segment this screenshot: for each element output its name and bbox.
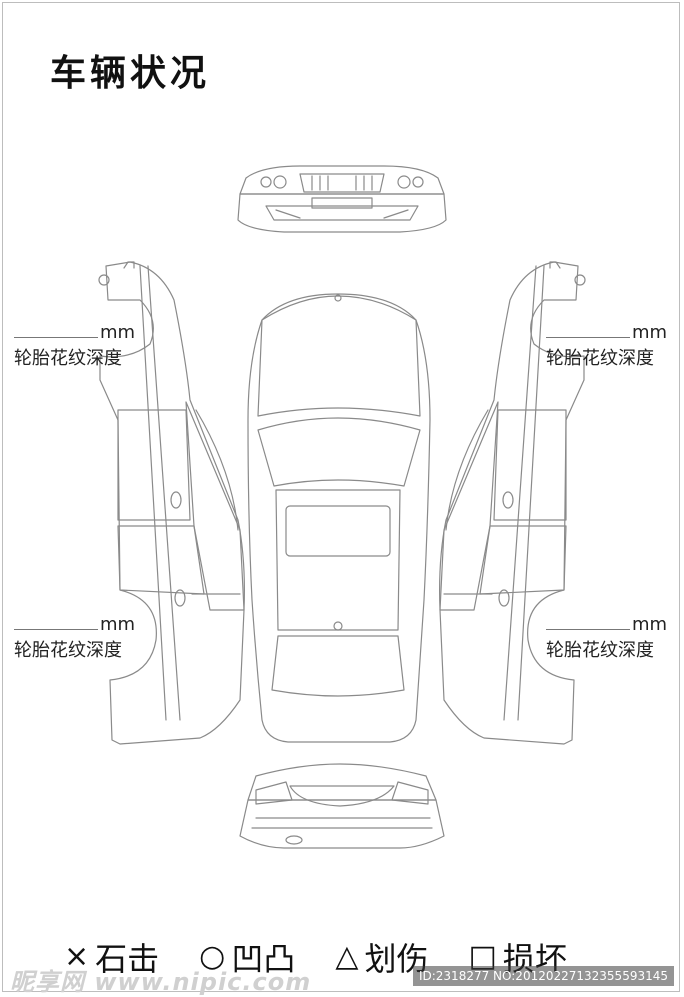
triangle-icon: △ [335, 939, 359, 974]
legend-label: 石击 [95, 940, 160, 978]
tire-depth-unit: mm [100, 322, 136, 343]
footer: 昵享网 www.nipic.com ID:2318277 NO:20120227… [0, 962, 684, 996]
cross-icon: × [64, 939, 90, 974]
tire-depth-input-line[interactable] [14, 336, 98, 338]
legend-label: 凹凸 [231, 940, 296, 978]
watermark: 昵享网 www.nipic.com [10, 968, 312, 996]
left-side-view [98, 261, 245, 745]
tire-depth-input-line[interactable] [546, 336, 630, 338]
top-view [247, 293, 431, 743]
right-side-view [439, 261, 586, 745]
page-title: 车辆状况 [50, 53, 211, 94]
tire-depth-front-right: mm 轮胎花纹深度 [546, 322, 667, 370]
tire-depth-front-left: mm 轮胎花纹深度 [14, 322, 135, 370]
legend-item-dent: ○ 凹凸 [199, 934, 295, 980]
tire-depth-label: 轮胎花纹深度 [546, 640, 654, 661]
tire-depth-unit: mm [100, 614, 136, 635]
circle-icon: ○ [199, 939, 226, 974]
tire-depth-input-line[interactable] [14, 628, 98, 630]
tire-depth-label: 轮胎花纹深度 [546, 348, 654, 369]
damage-legend: × 石击 ○ 凹凸 △ 划伤 □ 损坏 [64, 934, 567, 980]
front-view [237, 165, 447, 233]
tire-depth-rear-left: mm 轮胎花纹深度 [14, 614, 135, 662]
tire-depth-label: 轮胎花纹深度 [14, 640, 122, 661]
tire-depth-unit: mm [632, 322, 668, 343]
image-id-bar: ID:2318277 NO:20120227132355593145 [412, 966, 674, 986]
tire-depth-rear-right: mm 轮胎花纹深度 [546, 614, 667, 662]
rear-view [239, 763, 445, 849]
tire-depth-unit: mm [632, 614, 668, 635]
legend-item-stone-chip: × 石击 [64, 934, 159, 980]
tire-depth-label: 轮胎花纹深度 [14, 348, 122, 369]
tire-depth-input-line[interactable] [546, 628, 630, 630]
